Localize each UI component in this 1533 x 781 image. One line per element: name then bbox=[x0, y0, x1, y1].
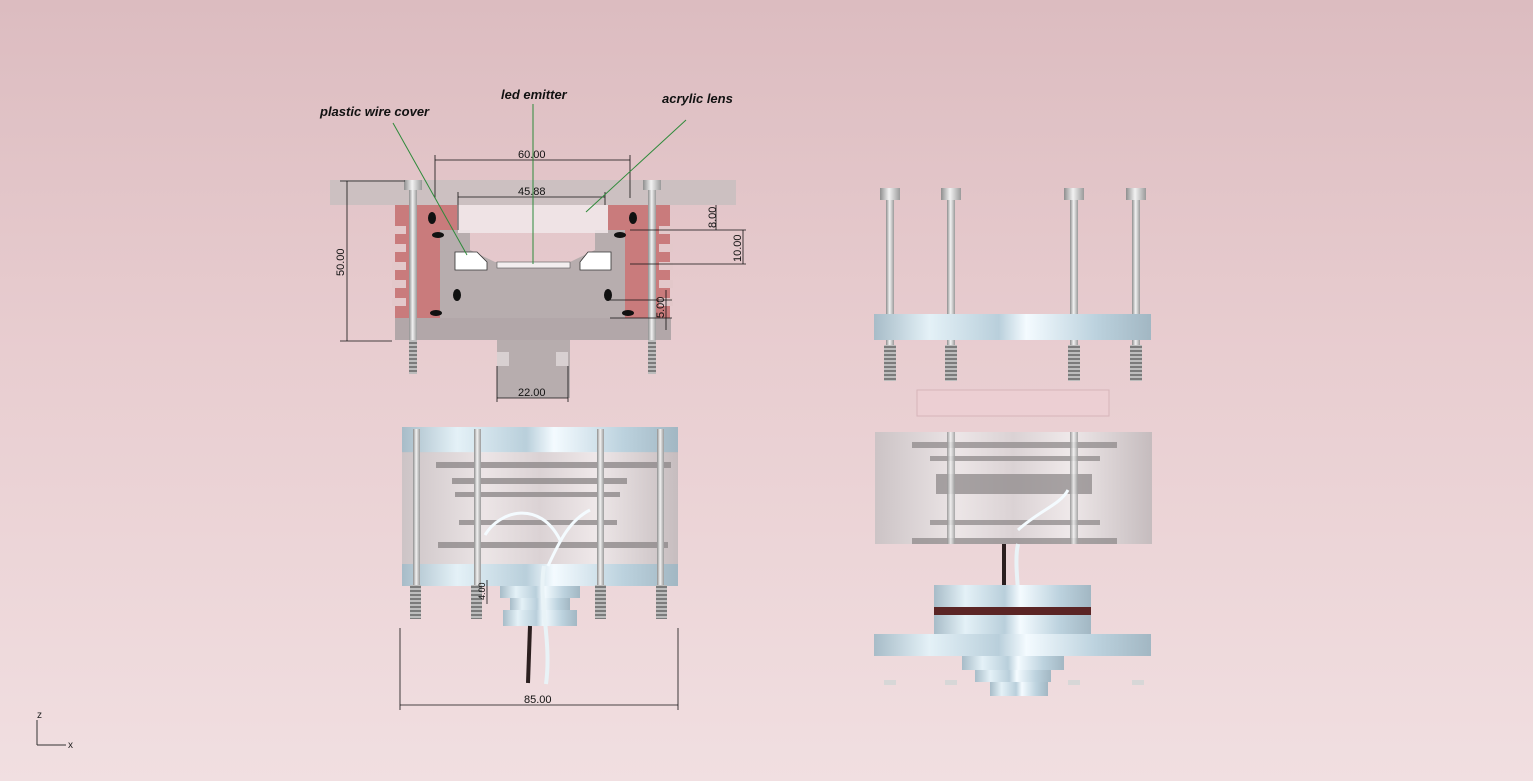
dimension-lines bbox=[340, 155, 746, 402]
axis-x-label: x bbox=[68, 740, 73, 751]
exploded-socket bbox=[934, 585, 1091, 609]
fins-left bbox=[392, 226, 406, 306]
front-bottom-ring bbox=[402, 564, 678, 586]
dim-8: 8.00 bbox=[707, 207, 719, 228]
wire-cover-left bbox=[454, 251, 488, 271]
dim-85: 85.00 bbox=[524, 694, 552, 706]
o-rings bbox=[428, 212, 637, 316]
callout-led-emitter: led emitter bbox=[501, 87, 568, 102]
dim-60: 60.00 bbox=[518, 149, 546, 161]
exploded-rods bbox=[880, 188, 1146, 381]
dim-10: 10.00 bbox=[732, 234, 744, 262]
callout-plastic-wire-cover: plastic wire cover bbox=[319, 104, 430, 119]
housing-section bbox=[440, 230, 625, 398]
dim-45-88: 45.88 bbox=[518, 186, 546, 198]
exploded-bottom-plate bbox=[874, 634, 1151, 656]
wire-cover-right bbox=[579, 251, 612, 271]
dim-4: 4.00 bbox=[477, 582, 487, 600]
exploded-top-plate bbox=[874, 314, 1151, 340]
axis-z-label: z bbox=[37, 710, 42, 721]
front-view: 4.00 85.00 bbox=[399, 427, 679, 710]
dim-50: 50.00 bbox=[335, 248, 347, 276]
base-band bbox=[395, 318, 671, 340]
front-rods bbox=[410, 429, 667, 619]
exploded-view bbox=[874, 188, 1152, 696]
axis-indicator bbox=[36, 720, 66, 746]
section-view: plastic wire cover led emitter acrylic l… bbox=[319, 87, 746, 402]
dim-5: 5.00 bbox=[655, 297, 667, 318]
exploded-lens bbox=[916, 389, 1110, 417]
front-fins bbox=[436, 462, 671, 548]
bolts-section bbox=[404, 180, 661, 374]
callout-acrylic-lens: acrylic lens bbox=[662, 91, 733, 106]
dim-22: 22.00 bbox=[518, 387, 546, 399]
leader-lines bbox=[392, 104, 687, 264]
front-top-ring bbox=[402, 427, 678, 453]
